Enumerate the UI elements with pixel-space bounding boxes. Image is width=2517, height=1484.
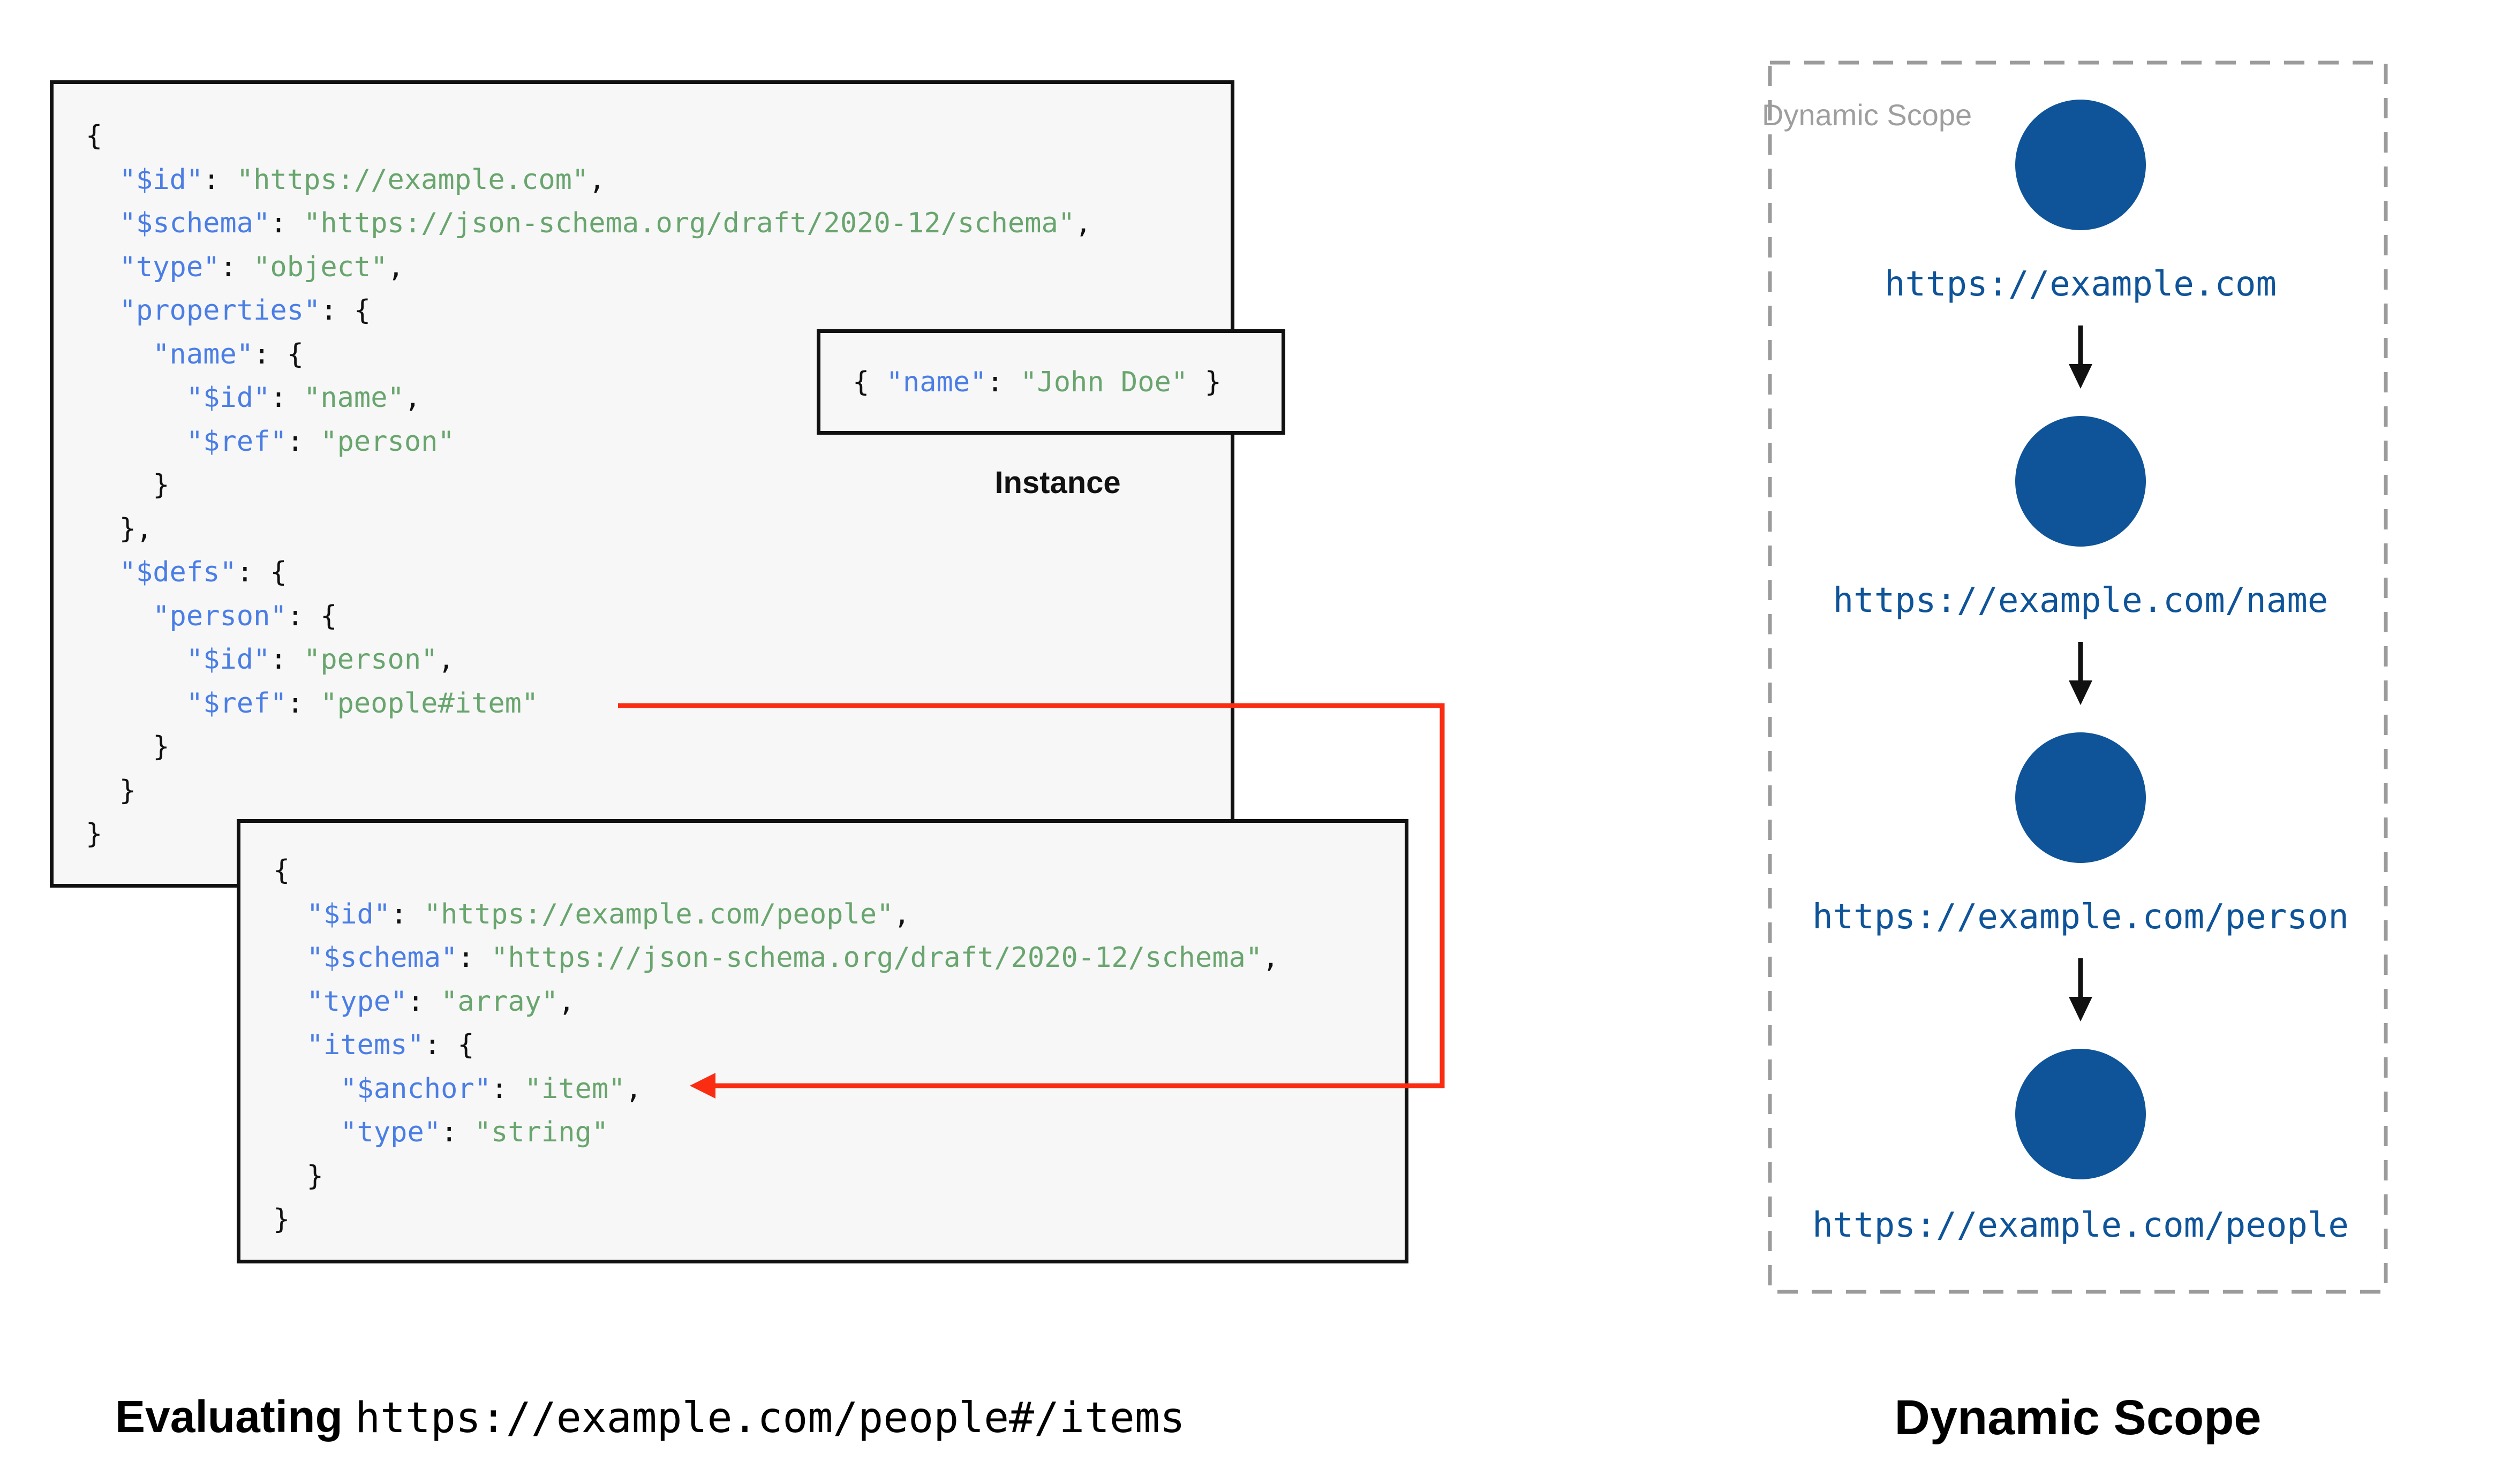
code-line: "$schema": "https://json-schema.org/draf…: [119, 207, 1092, 239]
code-line: }: [86, 774, 136, 807]
code-line: }: [86, 818, 103, 850]
scope-node-circle-2: [2015, 416, 2146, 547]
dynamic-scope-dashed-border: [1768, 60, 2388, 1294]
code-line: }: [86, 731, 170, 763]
evaluating-label: Evaluating https://example.com/people#/i…: [115, 1391, 1185, 1443]
instance-box: { "name": "John Doe" }: [817, 329, 1285, 435]
code-line: "$id": "person",: [186, 643, 455, 676]
scope-node-circle-3: [2015, 732, 2146, 863]
code-line: "$id": "name",: [186, 382, 421, 414]
scope-node-label-1: https://example.com: [1884, 264, 2277, 304]
instance-code: { "name": "John Doe" }: [820, 366, 1222, 398]
code-line: "$ref": "person": [186, 425, 455, 458]
code-line: "$ref": "people#item": [186, 687, 539, 720]
dynamic-scope-caption: Dynamic Scope: [1894, 1390, 2262, 1445]
schema-box-people: { "$id": "https://example.com/people", "…: [237, 819, 1408, 1263]
code-line: {: [86, 120, 103, 152]
code-line: },: [86, 512, 153, 545]
schema-people-code: { "$id": "https://example.com/people", "…: [240, 823, 1405, 1242]
evaluating-separator: [343, 1391, 355, 1442]
code-line: "$anchor": "item",: [340, 1072, 642, 1105]
code-line: }: [86, 469, 170, 501]
code-line: }: [273, 1203, 290, 1236]
code-line: "$id": "https://example.com/people",: [306, 898, 910, 930]
scope-flow-arrow-3: [2069, 958, 2092, 1021]
code-line: {: [273, 854, 290, 887]
scope-node-circle-4: [2015, 1049, 2146, 1179]
evaluating-word: Evaluating: [115, 1391, 343, 1442]
scope-flow-arrow-1: [2069, 325, 2092, 389]
code-line: "type": "string": [340, 1116, 609, 1148]
scope-node-label-4: https://example.com/people: [1812, 1206, 2349, 1245]
code-line: "$schema": "https://json-schema.org/draf…: [306, 942, 1279, 974]
scope-node-label-2: https://example.com/name: [1833, 581, 2328, 620]
scope-flow-arrow-2: [2069, 642, 2092, 705]
code-line: }: [273, 1160, 323, 1192]
evaluating-uri: https://example.com/people#/items: [355, 1394, 1185, 1442]
dynamic-scope-watermark: Dynamic Scope: [1762, 98, 1972, 132]
code-line: "$defs": {: [119, 556, 287, 588]
code-line: "items": {: [306, 1029, 474, 1061]
scope-node-label-3: https://example.com/person: [1812, 897, 2349, 937]
code-line: "properties": {: [119, 294, 371, 327]
code-line: "type": "object",: [119, 251, 404, 283]
code-line: "type": "array",: [306, 985, 575, 1018]
instance-label: Instance: [994, 465, 1121, 500]
schema-root-code: { "$id": "https://example.com", "$schema…: [54, 84, 1231, 857]
code-line: "$id": "https://example.com",: [119, 163, 606, 196]
scope-node-circle-1: [2015, 100, 2146, 230]
code-line: "name": {: [153, 338, 304, 370]
code-line: { "name": "John Doe" }: [853, 366, 1222, 398]
code-line: "person": {: [153, 600, 337, 632]
